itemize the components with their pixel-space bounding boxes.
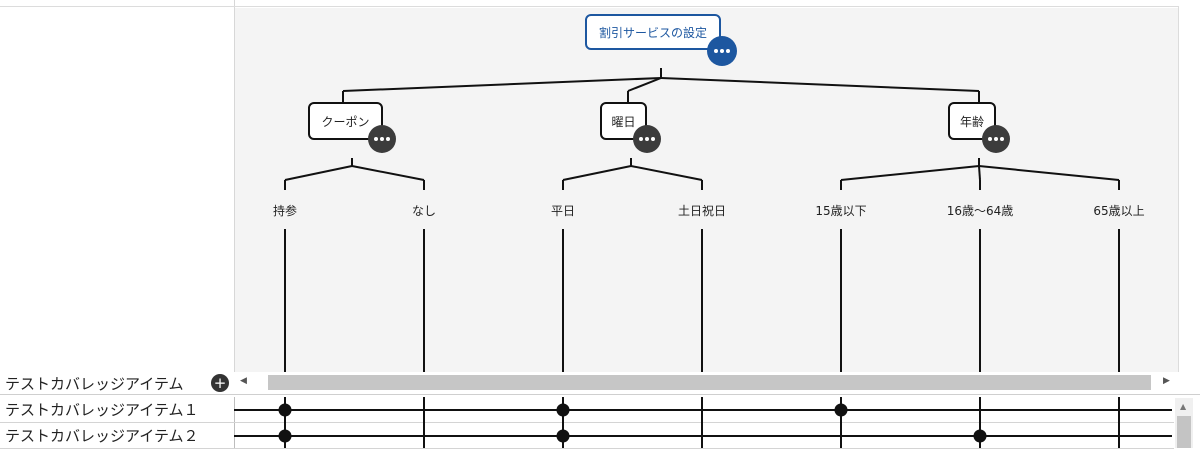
divider <box>234 423 235 448</box>
more-horizontal-icon <box>374 137 390 141</box>
frame-border-right <box>1178 6 1179 372</box>
vertical-scrollbar-thumb[interactable] <box>1177 416 1191 448</box>
triangle-up-icon[interactable]: ▲ <box>1180 402 1187 411</box>
divider <box>234 397 235 422</box>
table-row[interactable]: テストカバレッジアイテム２ <box>0 423 1174 449</box>
level-label[interactable]: 16歳～64歳 <box>946 204 1014 218</box>
level-label[interactable]: 持参 <box>272 204 298 218</box>
factor-more-button-coupon[interactable] <box>368 125 396 153</box>
table-row[interactable]: テストカバレッジアイテム１ <box>0 397 1174 423</box>
horizontal-scrollbar-thumb[interactable] <box>268 375 1151 390</box>
frame-border <box>0 6 1178 7</box>
root-more-button[interactable] <box>707 36 737 66</box>
level-label[interactable]: 65歳以上 <box>1093 204 1145 218</box>
row-label: テストカバレッジアイテム１ <box>5 401 199 419</box>
triangle-left-icon[interactable]: ◀ <box>240 376 247 386</box>
factor-more-button-age[interactable] <box>982 125 1010 153</box>
row-label: テストカバレッジアイテム２ <box>5 427 199 445</box>
coverage-header-label: テストカバレッジアイテム <box>5 375 184 393</box>
more-horizontal-icon <box>639 137 655 141</box>
level-label[interactable]: 15歳以下 <box>815 204 867 218</box>
classification-tree-canvas <box>235 8 1178 372</box>
root-node[interactable]: 割引サービスの設定 <box>585 14 721 50</box>
level-label[interactable]: なし <box>411 204 437 218</box>
level-label[interactable]: 平日 <box>550 204 576 218</box>
factor-node-age[interactable]: 年齢 <box>948 102 996 140</box>
left-panel <box>0 0 235 372</box>
factor-more-button-weekday[interactable] <box>633 125 661 153</box>
coverage-header-row: テストカバレッジアイテム + ◀ ▶ <box>0 372 1200 395</box>
factor-node-label: 年齢 <box>959 114 984 129</box>
plus-circle-icon[interactable]: + <box>211 374 229 392</box>
level-label[interactable]: 土日祝日 <box>677 204 727 218</box>
factor-node-label: クーポン <box>321 114 370 129</box>
root-node-label: 割引サービスの設定 <box>598 25 707 40</box>
factor-node-label: 曜日 <box>611 114 636 129</box>
more-horizontal-icon <box>988 137 1004 141</box>
triangle-right-icon[interactable]: ▶ <box>1163 376 1170 386</box>
vertical-scrollbar[interactable]: ▲ <box>1175 398 1193 448</box>
more-horizontal-icon <box>714 49 730 53</box>
